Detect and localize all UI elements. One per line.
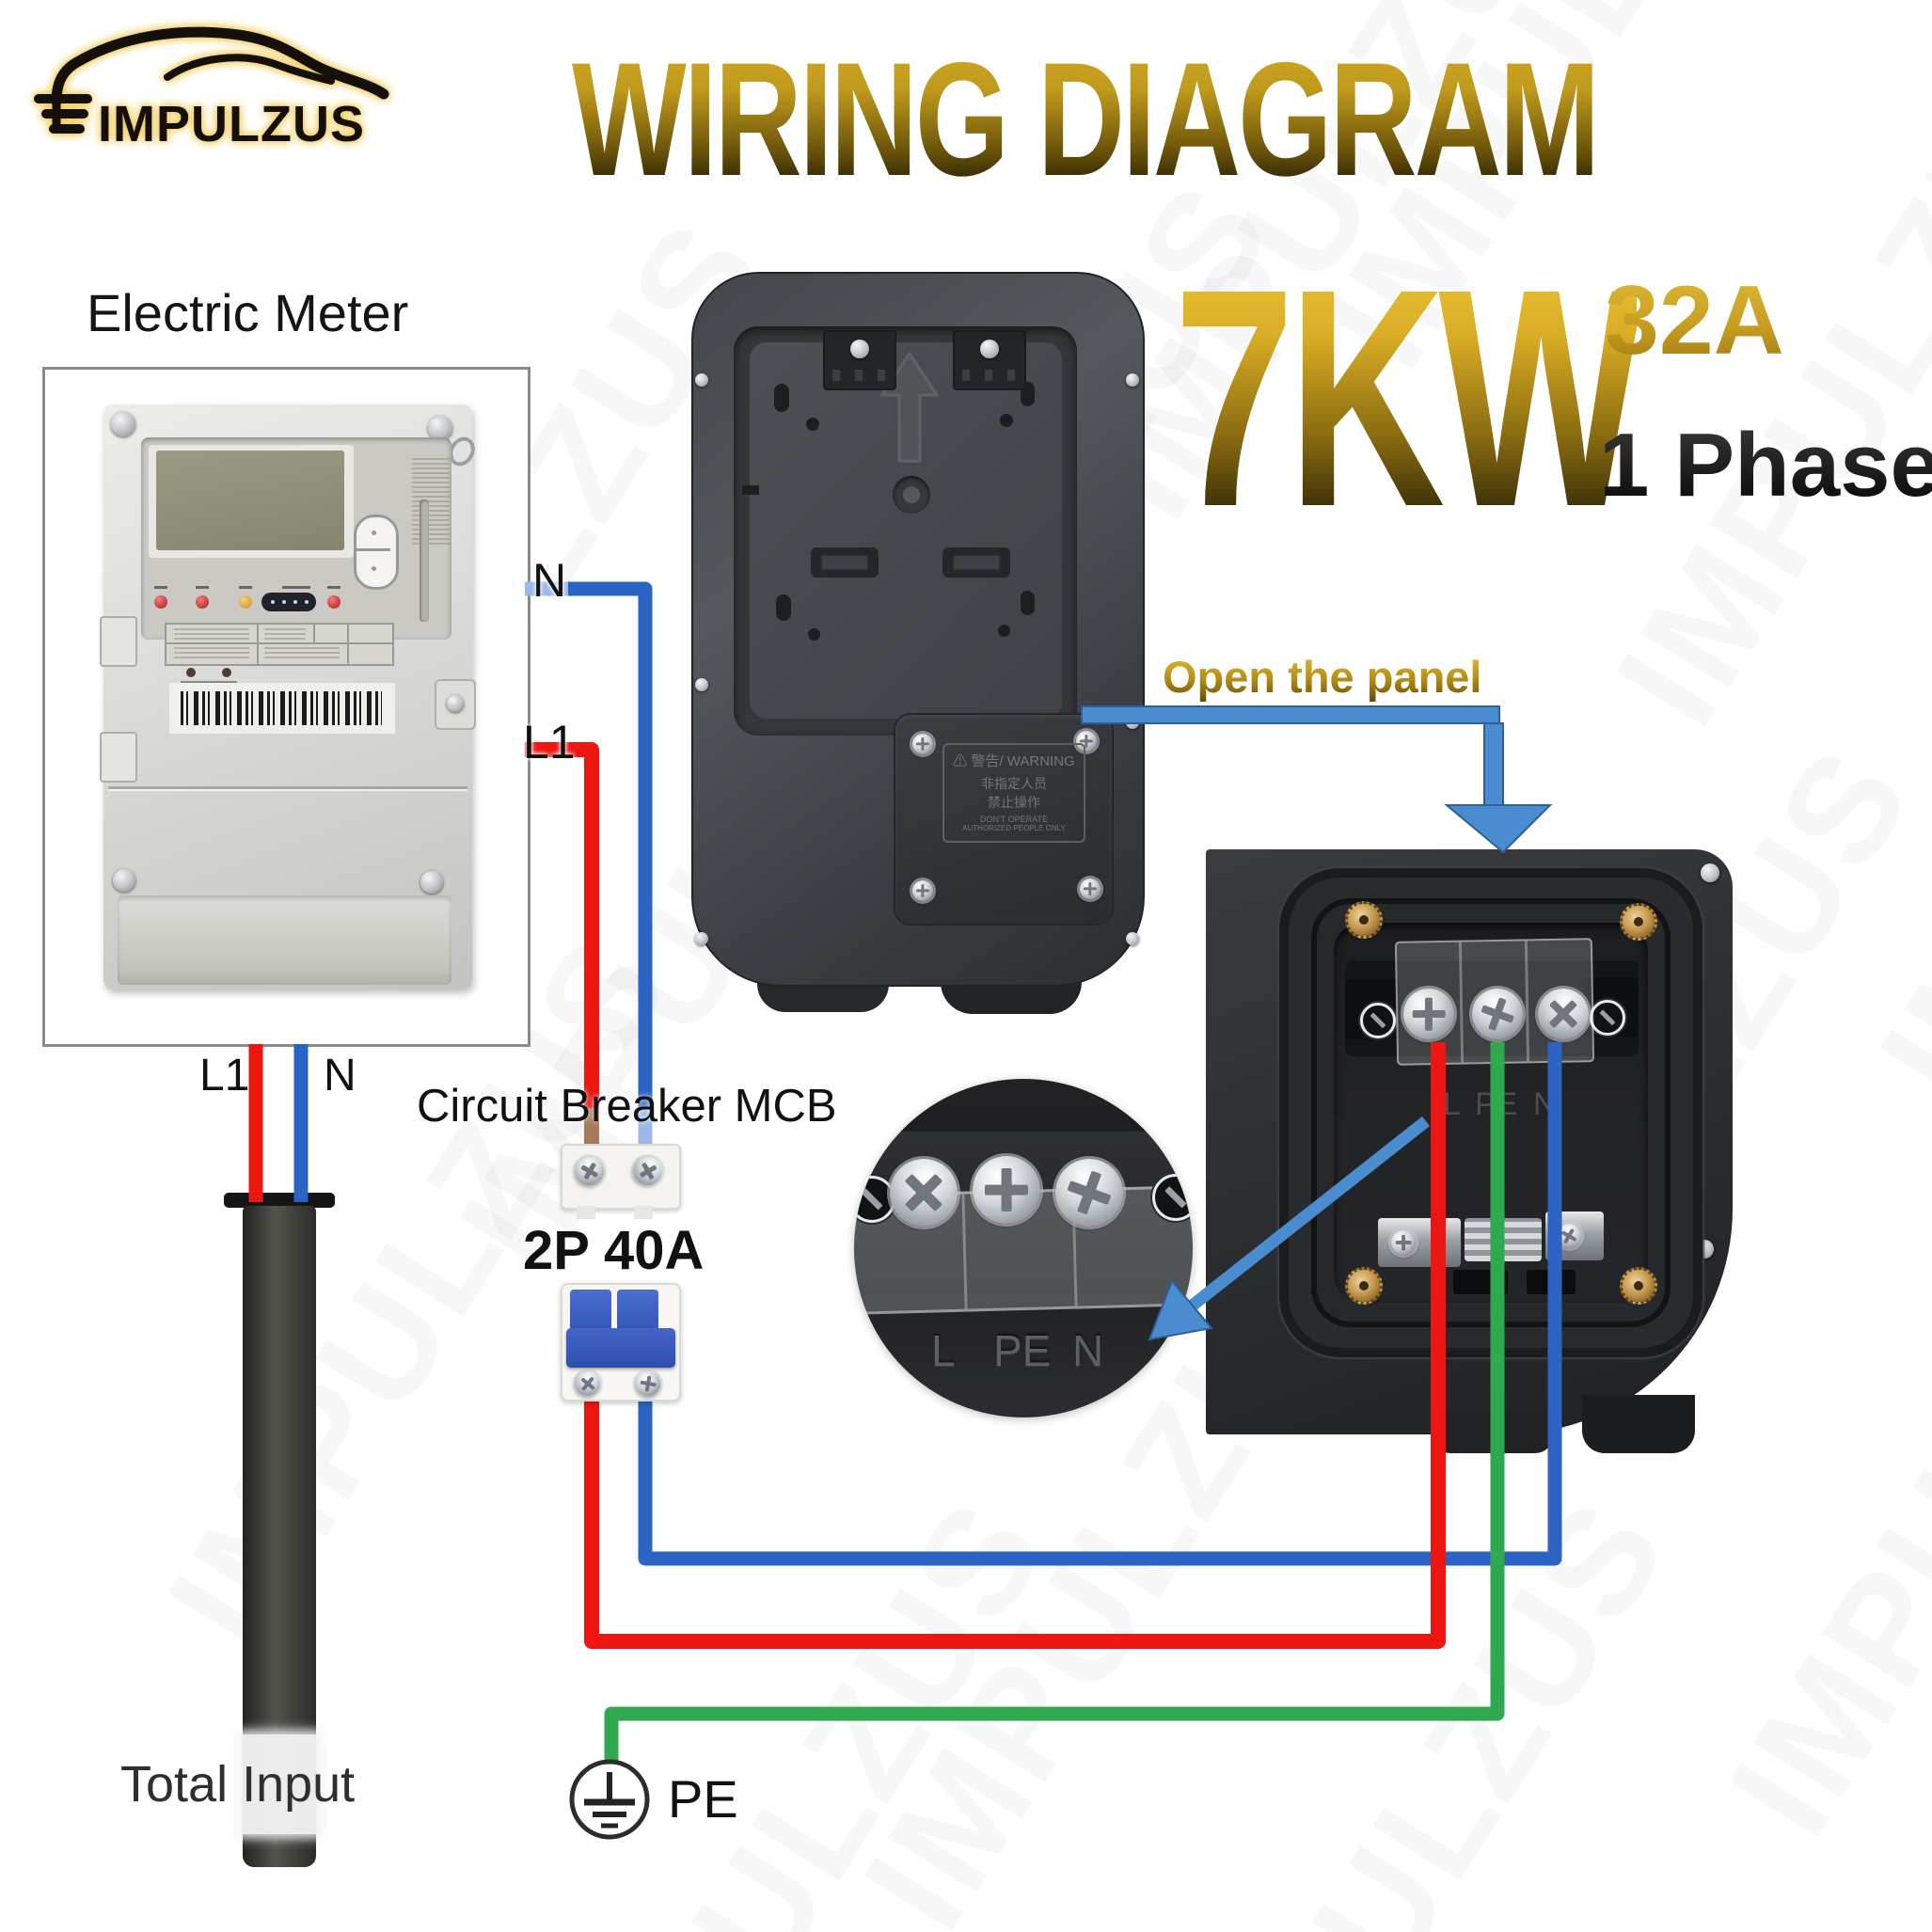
photo-screw-top-right-icon — [1701, 863, 1719, 882]
warning-title: 警告/ WARNING — [971, 753, 1075, 769]
car-silhouette-icon: IMPULZUS — [34, 26, 389, 152]
warning-label: ⚠ 警告/ WARNING 非指定人员 禁止操作 DON'T OPERATE A… — [942, 743, 1085, 843]
meter-led-red-3-icon — [327, 595, 340, 609]
charger-access-panel: ⚠ 警告/ WARNING 非指定人员 禁止操作 DON'T OPERATE A… — [895, 715, 1112, 924]
photo-foot-left — [1432, 1412, 1554, 1453]
meter-hinge-upper — [100, 616, 137, 667]
opened-panel-device: L PE N — [1206, 849, 1733, 1434]
charger-mount-plate — [742, 342, 1062, 719]
meter-hinge-lower — [100, 732, 137, 783]
warning-line1: 非指定人员 — [981, 776, 1047, 791]
breaker-toggle-left[interactable] — [570, 1290, 611, 1331]
brand-logo-text: IMPULZUS — [98, 96, 365, 152]
electric-meter-title: Electric Meter — [87, 283, 409, 342]
electric-meter-photo — [100, 404, 480, 990]
input-n-label: N — [324, 1051, 356, 1101]
cable-clamp — [1378, 1211, 1604, 1268]
brass-insert-br-icon — [1620, 1267, 1657, 1305]
meter-barcode — [169, 683, 395, 734]
panel-screw-br-icon — [1080, 879, 1101, 899]
phase-rating: 1 Phase — [1599, 414, 1932, 517]
brass-insert-tr-icon — [1620, 903, 1657, 941]
pe-label: PE — [668, 1769, 738, 1829]
breaker-rating: 2P 40A — [523, 1220, 705, 1281]
terminal-side-screw-left-icon — [1360, 1003, 1396, 1038]
breaker-body — [561, 1283, 681, 1401]
input-l1-label: L1 — [199, 1051, 250, 1101]
terminal-letter-n: N — [1533, 1086, 1557, 1122]
meter-side-slot — [420, 499, 429, 622]
meter-led-red-2-icon — [196, 595, 209, 609]
meter-led-amber-icon — [239, 595, 252, 609]
zoom-letter-l: L — [931, 1326, 956, 1375]
warning-line4: AUTHORIZED PEOPLE ONLY — [962, 824, 1066, 832]
meter-wire-n-label: N — [532, 554, 567, 607]
breaker-toggle-bar[interactable] — [566, 1328, 675, 1368]
opened-panel-photo: L PE N — [1206, 849, 1733, 1453]
panel-screw-bl-icon — [912, 880, 933, 901]
brass-insert-bl-icon — [1345, 1267, 1383, 1305]
terminal-zoom-circle: L PE N — [854, 1079, 1193, 1417]
brass-insert-tl-icon — [1345, 901, 1383, 939]
meter-screw-bottom-right-icon — [420, 871, 443, 894]
meter-screw-top-left-icon — [111, 412, 135, 436]
terminal-screw-l-icon[interactable] — [1403, 989, 1454, 1039]
total-input-caption: Total Input — [120, 1756, 356, 1813]
meter-screw-bottom-left-icon — [113, 869, 135, 892]
amperage-rating: 32A — [1605, 266, 1784, 375]
total-input-cable — [241, 1206, 318, 1867]
meter-face-panel — [141, 437, 451, 640]
breaker-title: Circuit Breaker MCB — [417, 1081, 837, 1132]
charger-bracket-right — [953, 330, 1026, 390]
meter-led-red-1-icon — [154, 595, 167, 609]
breaker-toggle-right[interactable] — [617, 1290, 658, 1331]
charger-center-screw-icon — [893, 476, 930, 514]
meter-ir-port-icon — [261, 593, 316, 611]
meter-rocker-buttons[interactable] — [354, 515, 399, 590]
zoom-edge-screw-right-icon — [1152, 1174, 1193, 1221]
warning-triangle-icon: ⚠ — [953, 753, 968, 769]
terminal-letter-l: L — [1443, 1086, 1461, 1122]
page-title: WIRING DIAGRAM — [572, 26, 1600, 213]
brand-logo: IMPULZUS — [28, 8, 404, 172]
cable-label-band — [241, 1734, 318, 1834]
meter-latch — [435, 679, 476, 730]
open-panel-callout: Open the panel — [1163, 652, 1482, 702]
charger-slot-left — [811, 547, 879, 578]
warning-line2: 禁止操作 — [988, 795, 1040, 810]
meter-spec-table — [165, 623, 394, 666]
meter-wire-l1-label: L1 — [523, 716, 576, 768]
breaker-top-terminal — [561, 1144, 681, 1210]
zoom-screw-pe-icon — [973, 1156, 1040, 1224]
terminal-letter-pe: PE — [1475, 1086, 1518, 1122]
charger-bracket-left — [823, 330, 896, 390]
charger-slot-right — [942, 547, 1010, 578]
zoom-letter-n: N — [1072, 1326, 1104, 1375]
meter-lcd-display — [156, 451, 344, 550]
meter-info-text — [412, 458, 450, 545]
charger-mount-recess — [734, 326, 1077, 736]
photo-screw-right-icon — [1695, 1240, 1714, 1259]
meter-terminal-cover — [118, 895, 451, 985]
charger-back-photo: ⚠ 警告/ WARNING 非指定人员 禁止操作 DON'T OPERATE A… — [691, 272, 1145, 987]
terminal-side-screw-right-icon — [1590, 1000, 1625, 1036]
meter-screw-top-right-icon — [428, 416, 452, 440]
warning-line3: DON'T OPERATE — [980, 815, 1048, 824]
photo-foot-right — [1582, 1395, 1695, 1453]
panel-screw-tl-icon — [912, 734, 933, 754]
power-rating: 7KW — [1174, 224, 1643, 571]
zoom-letter-pe: PE — [993, 1326, 1052, 1375]
